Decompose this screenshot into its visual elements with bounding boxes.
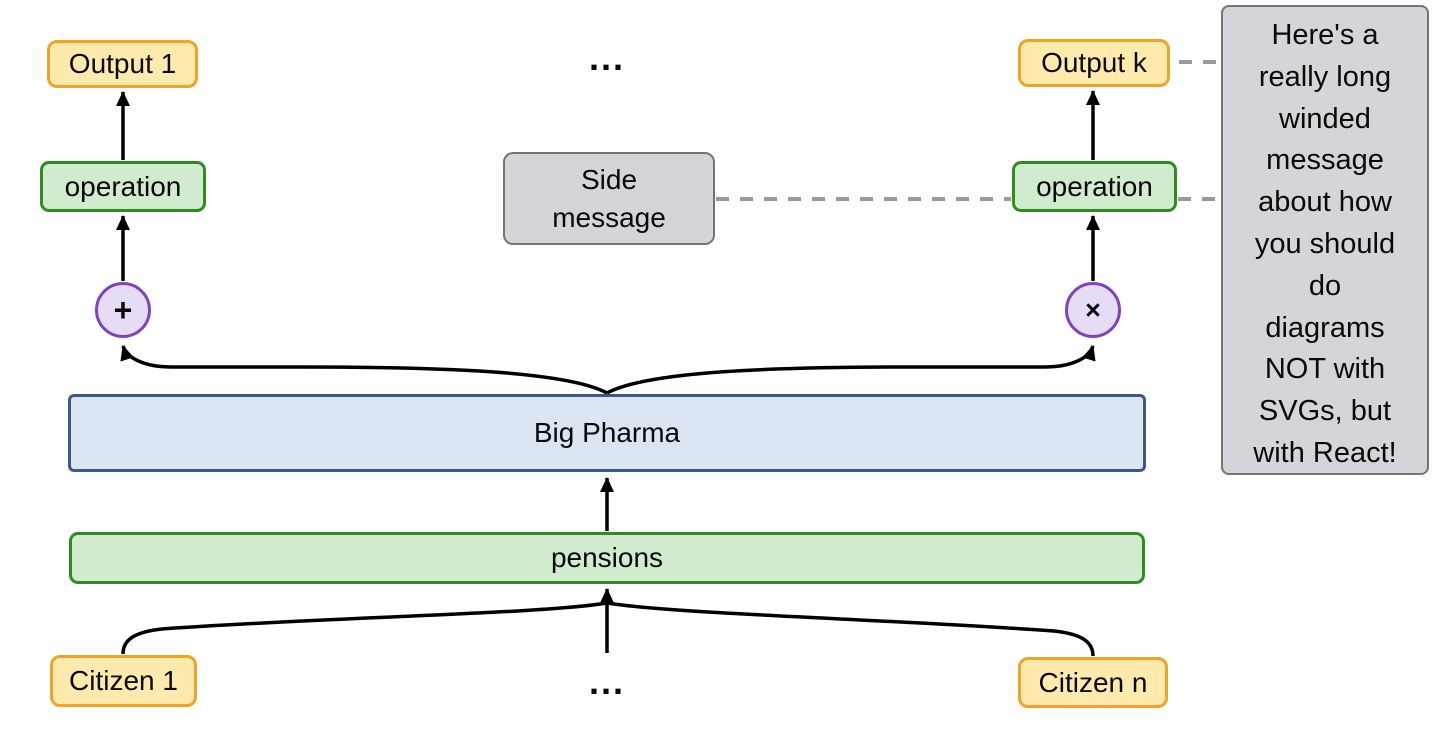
ellipsis-top: ... — [588, 37, 625, 78]
node-output-1: Output 1 — [47, 40, 198, 88]
ellipsis-bottom: ... — [588, 661, 625, 702]
node-times-operator: × — [1065, 282, 1121, 338]
curve-big-pharma-to-plus — [120, 345, 608, 395]
node-output-k: Output k — [1018, 39, 1170, 87]
node-plus-operator: + — [95, 282, 151, 338]
curve-citizen-n-to-pensions — [606, 601, 1095, 657]
node-big-pharma: Big Pharma — [68, 394, 1146, 472]
curve-citizen-1-to-pensions — [121, 601, 608, 655]
curve-big-pharma-to-times — [606, 345, 1096, 395]
node-operation-left: operation — [40, 161, 206, 212]
annotation-note: Here's a really long winded message abou… — [1221, 5, 1429, 475]
node-citizen-1: Citizen 1 — [50, 655, 197, 707]
node-side-message: Side message — [503, 152, 715, 245]
node-operation-right: operation — [1012, 161, 1177, 212]
node-citizen-n: Citizen n — [1018, 657, 1168, 708]
node-pensions: pensions — [69, 532, 1145, 584]
